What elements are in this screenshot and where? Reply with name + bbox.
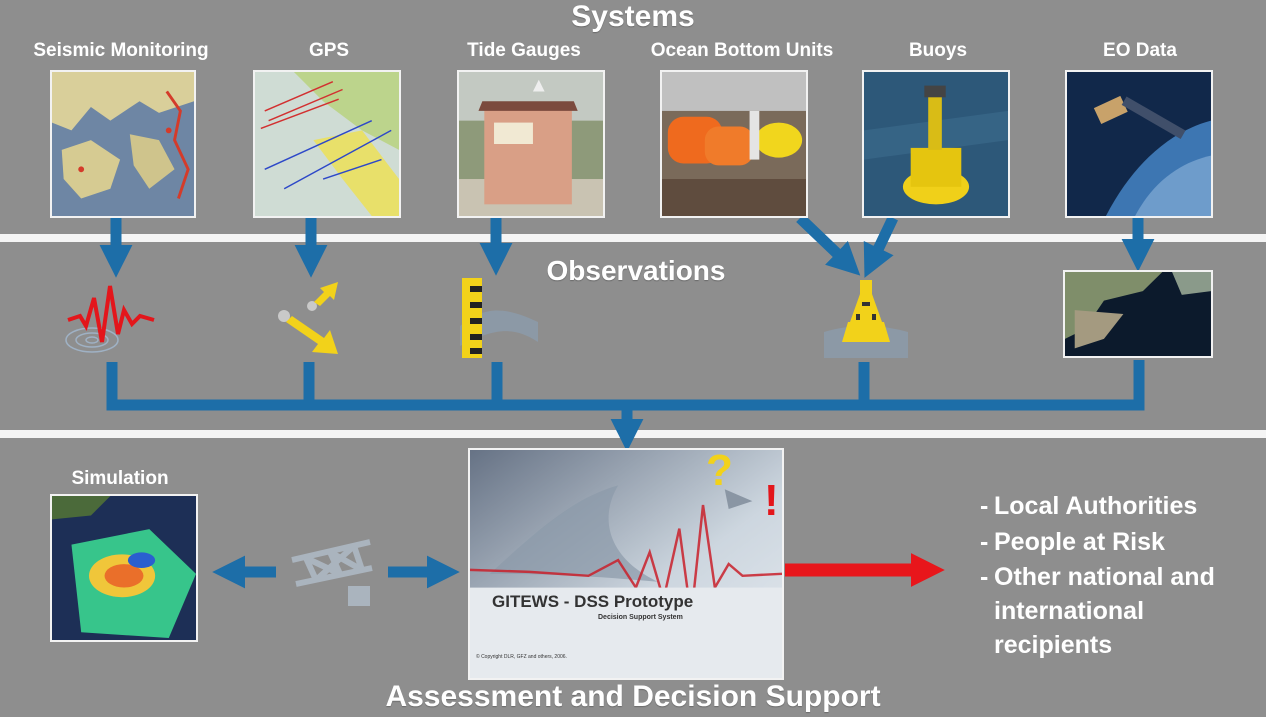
- recipient-other: Other national and international recipie…: [980, 560, 1256, 662]
- simulation-label: Simulation: [71, 468, 169, 489]
- processing-mesh-icon: [291, 539, 373, 606]
- separator-band-top: [0, 234, 1266, 242]
- arrow-buoys-down: [863, 215, 898, 278]
- label-buoys: Buoys: [908, 40, 968, 61]
- seismic-map-image: [50, 70, 196, 218]
- dss-screen-image: ? ! GITEWS - DSS Prototype Decision Supp…: [468, 448, 784, 680]
- collector-bus: [106, 360, 1145, 411]
- tide-gauge-photo: [457, 70, 605, 218]
- assessment-title: Assessment and Decision Support: [385, 680, 881, 713]
- exclamation-icon: !: [764, 476, 779, 525]
- label-obu: Ocean Bottom Units: [650, 40, 834, 61]
- recipient-local-authorities: Local Authorities: [980, 488, 1256, 524]
- eo-observation-image: [1063, 270, 1213, 358]
- arrow-obu-down: [796, 214, 861, 276]
- buoy-photo: [862, 70, 1010, 218]
- systems-title: Systems: [571, 0, 695, 33]
- label-eo: EO Data: [1103, 40, 1177, 61]
- recipient-list: Local Authorities People at Risk Other n…: [980, 488, 1256, 662]
- observations-title: Observations: [546, 255, 726, 286]
- gps-map-image: [253, 70, 401, 218]
- label-tide: Tide Gauges: [467, 40, 581, 61]
- dss-subtitle: Decision Support System: [598, 614, 683, 621]
- simulation-map-image: [50, 494, 198, 642]
- recipient-people-at-risk: People at Risk: [980, 524, 1256, 560]
- buoy-icon: [824, 280, 908, 358]
- label-gps: GPS: [308, 40, 350, 61]
- seismogram-icon: [65, 285, 155, 353]
- tide-gauge-icon: [460, 278, 538, 358]
- dss-copyright: © Copyright DLR, GFZ and others, 2006.: [476, 654, 567, 660]
- gps-displacement-icon: [278, 282, 338, 354]
- question-mark-icon: ?: [706, 448, 733, 495]
- dss-title: GITEWS - DSS Prototype: [492, 592, 694, 611]
- eo-satellite-image: [1065, 70, 1213, 218]
- label-seismic: Seismic Monitoring: [33, 40, 209, 61]
- ocean-bottom-units-photo: [660, 70, 808, 218]
